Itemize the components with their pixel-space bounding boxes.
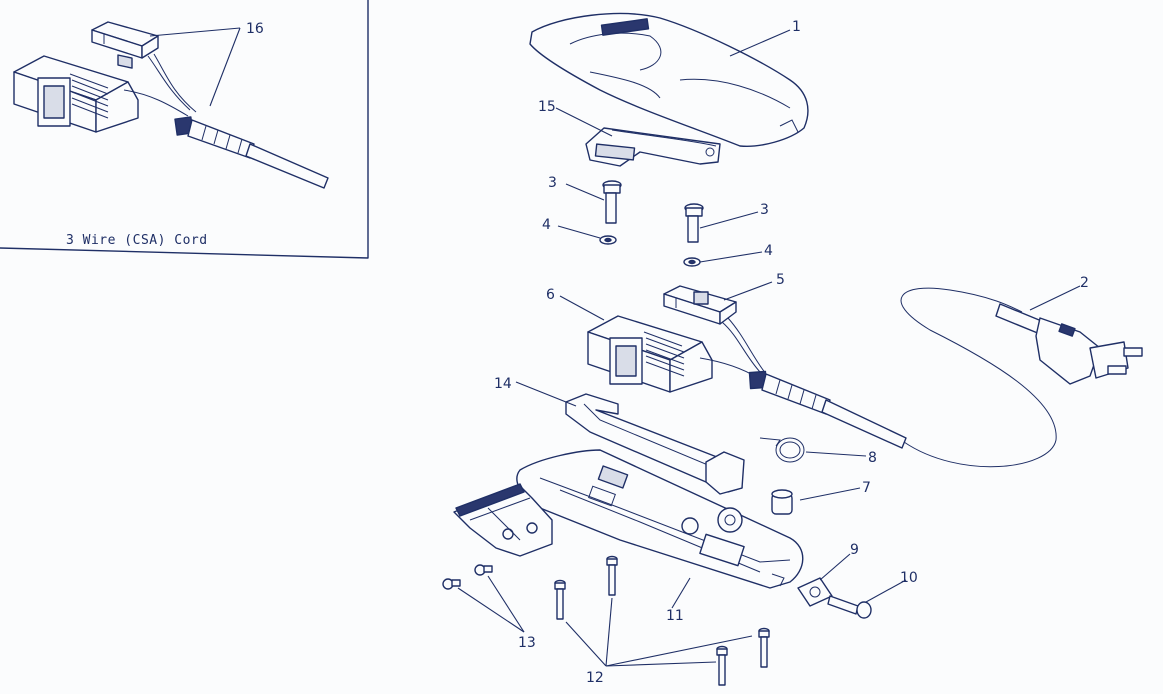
blade-assembly	[453, 483, 553, 557]
callout-3-right: 3	[760, 202, 769, 218]
wire-a	[721, 321, 761, 373]
part-12-screw-1	[554, 579, 566, 620]
part-3-screw-left	[602, 180, 622, 224]
part-3-screw-right	[684, 203, 704, 243]
inset-cord	[174, 116, 329, 189]
inset-border	[0, 0, 369, 259]
part-9-nut-plate	[797, 577, 833, 607]
callout-8: 8	[868, 450, 877, 466]
inset-caption: 3 Wire (CSA) Cord	[66, 233, 208, 248]
callout-2: 2	[1080, 275, 1089, 291]
leader-lines	[457, 29, 1081, 667]
part-1-top-cover	[529, 12, 809, 148]
part-10-adjust-screw	[827, 595, 872, 619]
callout-3-left: 3	[548, 175, 557, 191]
inset-switch	[91, 21, 159, 69]
callout-15: 15	[538, 99, 556, 115]
inset-wire-b	[153, 53, 197, 113]
callout-5: 5	[776, 272, 785, 288]
part-5-switch	[663, 285, 737, 325]
part-6-coil-motor	[587, 315, 713, 393]
part-13-screw-a	[442, 578, 461, 590]
callout-12: 12	[586, 670, 604, 686]
callout-6: 6	[546, 287, 555, 303]
main-cord	[748, 370, 907, 449]
callout-16: 16	[246, 21, 264, 37]
callout-4-left: 4	[542, 217, 551, 233]
part-12-screw-2	[606, 555, 618, 596]
inset-coil	[13, 55, 139, 133]
part-15-switch-button	[585, 127, 721, 167]
inset-panel: 16 3 Wire (CSA) Cord	[0, 0, 369, 259]
part-4-washer-left	[599, 235, 617, 245]
inset-wire-c	[123, 89, 189, 117]
part-14-frame	[565, 393, 745, 495]
part-12-screw-4	[716, 645, 728, 686]
part-13-screw-b	[474, 564, 493, 576]
callout-1: 1	[792, 19, 801, 35]
callout-9: 9	[850, 542, 859, 558]
part-2-cord-plug	[900, 287, 1143, 468]
wire-b	[727, 317, 767, 375]
callout-10: 10	[900, 570, 918, 586]
part-11-base-housing	[516, 449, 804, 589]
part-12-screw-3	[758, 627, 770, 668]
callout-13: 13	[518, 635, 536, 651]
callout-14: 14	[494, 376, 512, 392]
callout-11: 11	[666, 608, 684, 624]
inset-wire-a	[147, 55, 191, 111]
callout-7: 7	[862, 480, 871, 496]
part-7-bushing	[771, 489, 793, 515]
part-4-washer-right	[683, 257, 701, 267]
callout-4-right: 4	[764, 243, 773, 259]
part-8-spring	[759, 437, 805, 463]
